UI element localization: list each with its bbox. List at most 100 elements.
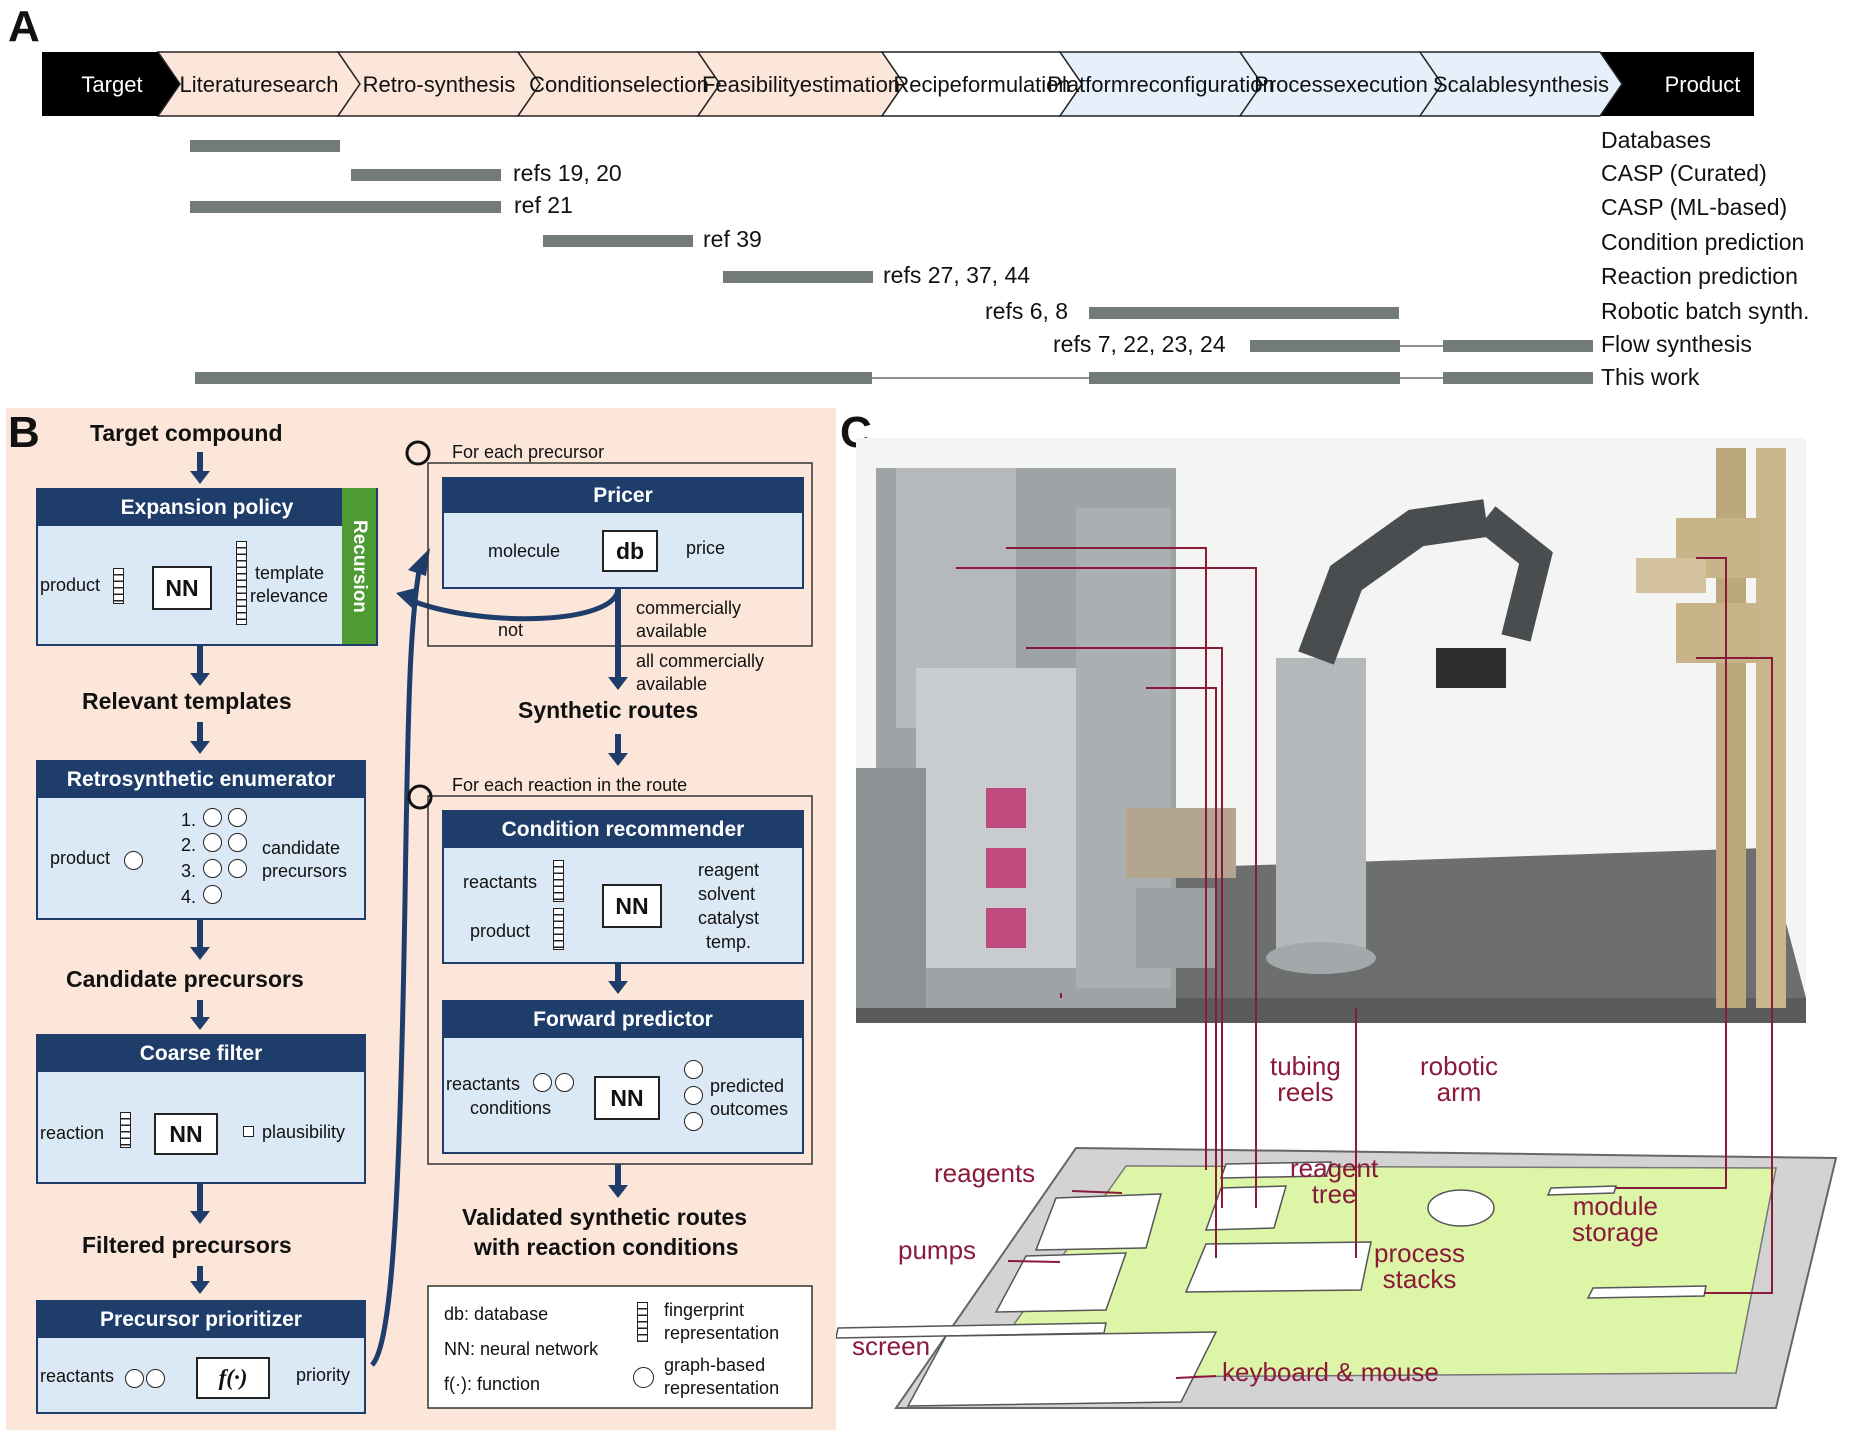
molecule-circle-icon [228,859,247,878]
flow-arrow [608,588,628,690]
fingerprint-icon [120,1112,131,1148]
bar-casp-curated [351,169,501,181]
fingerprint-icon [113,568,124,604]
key-graph: representation [664,1378,780,1398]
available-label: available [636,674,708,694]
forward-nn-box: NN [594,1076,660,1120]
for-each-precursor-label: For each precursor [452,442,605,462]
pipeline-stage-chevron [1418,51,1623,117]
ref-label: ref 39 [703,226,762,252]
expansion-output-label: template [255,563,325,583]
bar-casp-ml [190,201,501,213]
recursion-label: Recursion [349,519,370,613]
stage-line: formulation [961,71,1071,97]
database-box: db [602,530,658,572]
stage-line: Literature [179,71,273,97]
stage-line: Recipe [893,71,962,97]
panel-a-label: A [8,2,40,51]
molecule-circle-icon [684,1060,703,1079]
forward-predictor-title: Forward predictor [444,1002,802,1038]
flow-arrow [190,1000,210,1030]
all-commercially-label: all commercially [636,651,765,671]
enumerator-output-label: precursors [262,861,348,881]
molecule-circle-icon [684,1112,703,1131]
stage-line: Process [1254,71,1334,97]
fingerprint-icon [553,860,564,902]
bar-flow-synthesis-2 [1443,340,1593,352]
coarse-output-label: plausibility [262,1122,346,1142]
key-fingerprint: fingerprint [664,1300,745,1320]
expansion-input-label: product [40,575,101,595]
label-keyboard-mouse: keyboard & mouse [1222,1357,1439,1387]
coarse-input-label: reaction [40,1123,105,1143]
condition-output-label: reagent [698,860,760,880]
legend-item: Condition prediction [1601,229,1805,255]
ref-label: ref 21 [514,192,573,218]
flow-arrow [190,722,210,754]
stage-line: search [272,71,339,97]
pricer-output-label: price [686,538,726,558]
stage-line: synthesis [1517,71,1610,97]
stage-line: Condition [529,71,623,97]
bar-flow-synthesis-1 [1250,340,1400,352]
coarse-filter-box: Coarse filter [36,1034,366,1184]
function-box: f(·) [196,1357,270,1399]
condition-output-label: temp. [706,932,752,952]
forward-input-label: conditions [470,1098,552,1118]
flow-arrow [190,1182,210,1224]
prioritizer-title: Precursor prioritizer [38,1302,364,1338]
ref-label: refs 19, 20 [513,160,622,186]
condition-output-label: solvent [698,884,756,904]
key-f: f(·): function [444,1374,541,1394]
pipeline-stage-label: Retro-synthesis [360,52,518,116]
enumerator-number: 2. [181,835,197,855]
flow-connector [1400,345,1443,347]
forward-output-label: predicted [710,1076,785,1096]
synthetic-routes-label: Synthetic routes [518,697,699,723]
condition-input-label: product [470,921,531,941]
molecule-circle-icon [203,808,222,827]
prioritizer-input-label: reactants [40,1366,115,1386]
molecule-circle-icon [684,1086,703,1105]
molecule-circle-icon [555,1073,574,1092]
label-text: storage [1572,1217,1659,1247]
forward-output-label: outcomes [710,1099,789,1119]
label-text: stacks [1382,1264,1457,1294]
stage-line: synthesis [423,71,516,97]
coarse-filter-title: Coarse filter [38,1036,364,1072]
molecule-circle-icon [203,859,222,878]
flow-arrow [190,644,210,686]
label-text: arm [1436,1077,1482,1107]
retrosynthetic-enumerator-box: Retrosynthetic enumerator [36,760,366,920]
forward-predictor-box: Forward predictor [442,1000,804,1154]
label-text: reels [1277,1077,1334,1107]
recursion-bar [342,488,376,644]
for-each-reaction-label: For each reaction in the route [452,775,688,795]
relevant-templates-label: Relevant templates [82,688,292,714]
condition-recommender-title: Condition recommender [444,812,802,848]
bar-condition-prediction [543,235,693,247]
molecule-circle-icon [203,833,222,852]
candidate-precursors-label: Candidate precursors [66,966,304,992]
label-text: module [1572,1191,1658,1221]
label-text: process [1374,1238,1466,1268]
bar-this-work-1 [195,372,872,384]
this-work-connector-2 [1400,377,1443,379]
label-reagents: reagents [934,1158,1036,1188]
expansion-policy-title: Expansion policy [38,490,376,526]
coarse-nn-box: NN [154,1113,218,1155]
legend-item: CASP (ML-based) [1601,194,1788,220]
stage-line: selection [622,71,709,97]
bar-this-work-3 [1443,372,1593,384]
fingerprint-icon [637,1302,648,1342]
key-db: db: database [444,1304,549,1324]
stage-line: Scalable [1432,71,1518,97]
legend-item: Databases [1601,127,1711,153]
